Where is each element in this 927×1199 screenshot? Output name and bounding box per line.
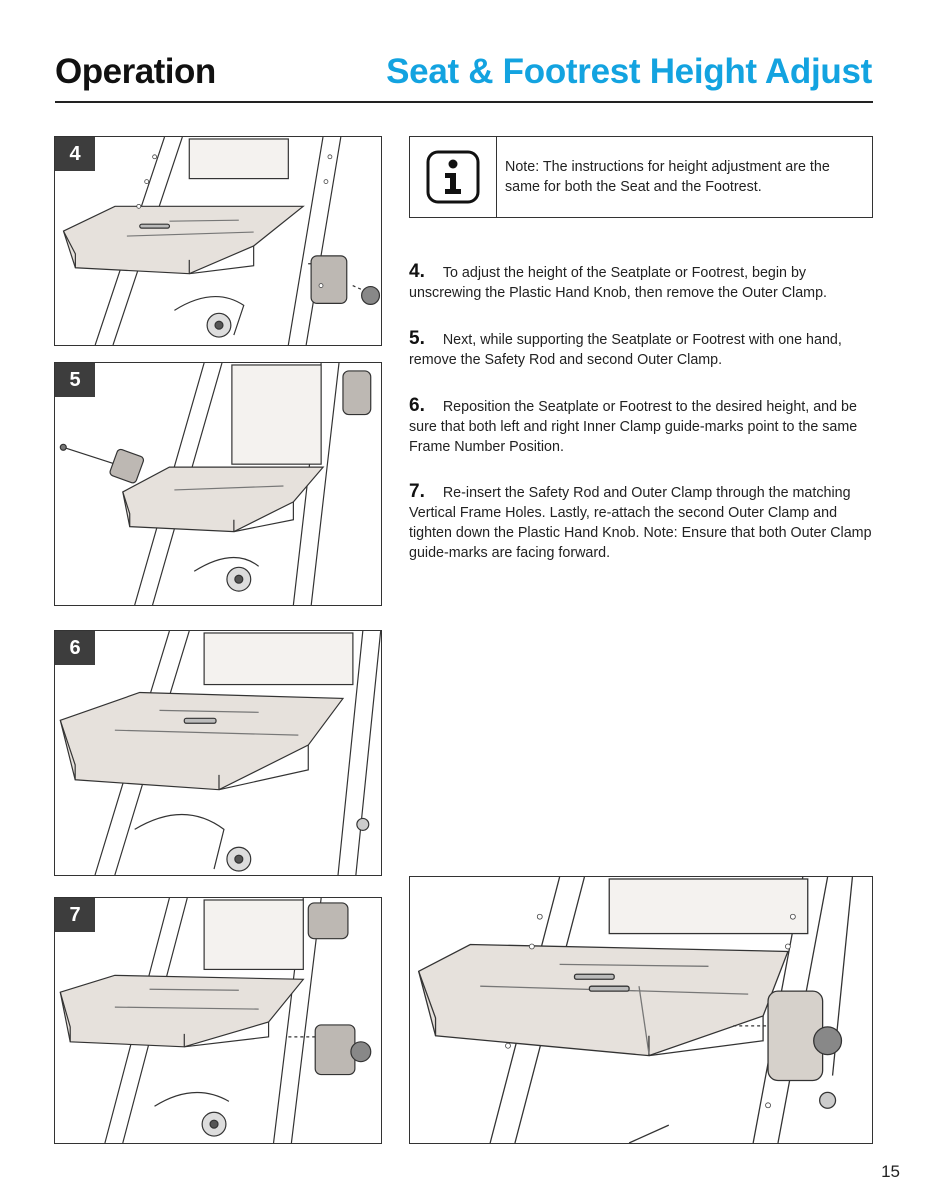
step-number: 6.	[409, 395, 425, 416]
header-rule	[55, 101, 873, 103]
step-4-badge: 4	[55, 137, 95, 171]
step-4-illustration: 4	[54, 136, 382, 346]
section-title: Operation	[55, 52, 216, 91]
page-title: Seat & Footrest Height Adjust	[386, 52, 872, 91]
instruction-step-5: 5.Next, while supporting the Seatplate o…	[409, 329, 879, 370]
info-icon	[426, 150, 480, 204]
instruction-step-4: 4.To adjust the height of the Seatplate …	[409, 262, 879, 303]
instruction-step-7: 7.Re-insert the Safety Rod and Outer Cla…	[409, 482, 879, 563]
assembled-seat-illustration	[409, 876, 873, 1144]
note-text: Note: The instructions for height adjust…	[505, 159, 830, 195]
note-box: Note: The instructions for height adjust…	[409, 136, 873, 218]
step-number: 7.	[409, 481, 425, 502]
step-5-badge: 5	[55, 363, 95, 397]
step-text: Reposition the Seatplate or Footrest to …	[409, 399, 858, 455]
seat-frame-illustration	[59, 898, 372, 1143]
seat-frame-illustration	[59, 363, 372, 605]
step-number: 4.	[409, 261, 425, 282]
seat-frame-illustration	[62, 137, 381, 345]
step-5-illustration: 5	[54, 362, 382, 606]
note-icon-cell	[410, 137, 497, 217]
step-number: 5.	[409, 328, 425, 349]
step-7-illustration: 7	[54, 897, 382, 1144]
step-text: Re-insert the Safety Rod and Outer Clamp…	[409, 485, 872, 561]
step-7-badge: 7	[55, 898, 95, 932]
step-6-illustration: 6	[54, 630, 382, 876]
page-number: 15	[881, 1162, 900, 1181]
step-text: To adjust the height of the Seatplate or…	[409, 265, 828, 301]
step-text: Next, while supporting the Seatplate or …	[409, 332, 842, 368]
instruction-step-6: 6.Reposition the Seatplate or Footrest t…	[409, 396, 879, 457]
step-6-badge: 6	[55, 631, 95, 665]
seat-closeup-illustration	[417, 877, 854, 1143]
seat-frame-illustration	[59, 631, 381, 875]
